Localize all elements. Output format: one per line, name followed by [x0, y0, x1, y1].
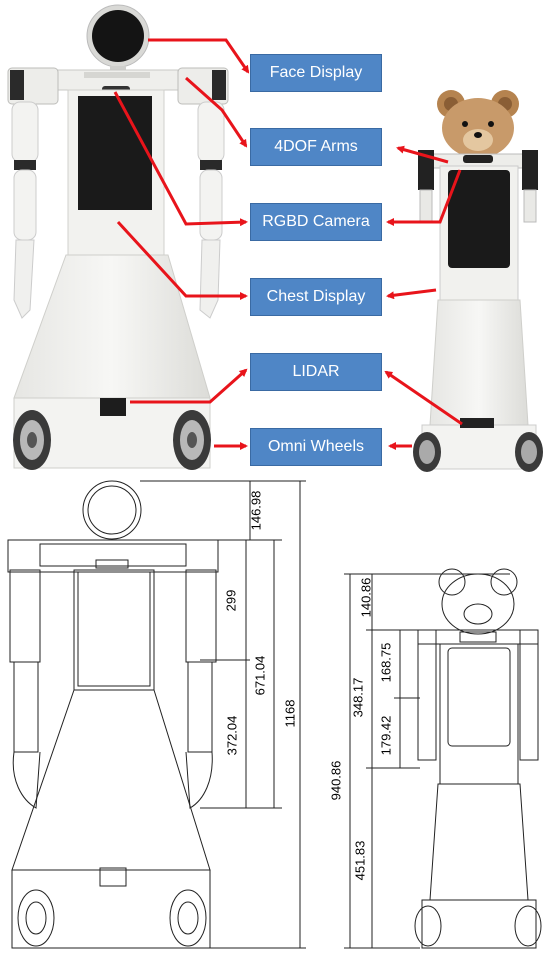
- dim-left-head: 146.98: [248, 490, 264, 531]
- robot-large-drawing: [7, 480, 219, 949]
- robot-bear-render: [413, 90, 543, 472]
- dim-left-arm-lower: 372.04: [224, 715, 240, 756]
- dim-left-total: 1168: [282, 699, 298, 728]
- dim-right-arm-total: 348.17: [350, 677, 366, 718]
- dim-right-base: 451.83: [352, 840, 368, 881]
- omni-wheel-left-render: [13, 410, 51, 470]
- label-rgbd-camera: RGBD Camera: [250, 203, 382, 241]
- dim-right-arm-upper: 168.75: [378, 642, 394, 683]
- dim-right-head: 140.86: [358, 577, 374, 618]
- lidar-render: [100, 398, 126, 416]
- robot-bear-drawing: [414, 568, 542, 949]
- omni-wheel-right-render: [173, 410, 211, 470]
- face-display-screen: [92, 10, 144, 62]
- robot-large-render: [7, 4, 229, 470]
- label-4dof-arms: 4DOF Arms: [250, 128, 382, 166]
- bear-chest-display: [448, 170, 510, 268]
- label-lidar: LIDAR: [250, 353, 382, 391]
- dimension-lines: [140, 480, 510, 949]
- label-omni-wheels: Omni Wheels: [250, 428, 382, 466]
- dim-left-arm-total: 671.04: [252, 655, 268, 696]
- bear-head: [442, 98, 514, 158]
- dim-right-total: 940.86: [328, 760, 344, 801]
- label-face-display: Face Display: [250, 54, 382, 92]
- callout-arrows: [113, 38, 463, 450]
- label-chest-display: Chest Display: [250, 278, 382, 316]
- dim-right-arm-lower: 179.42: [378, 715, 394, 756]
- chest-display-render: [78, 96, 152, 210]
- dim-left-arm-upper: 299: [223, 589, 239, 612]
- bear-lidar: [460, 418, 494, 428]
